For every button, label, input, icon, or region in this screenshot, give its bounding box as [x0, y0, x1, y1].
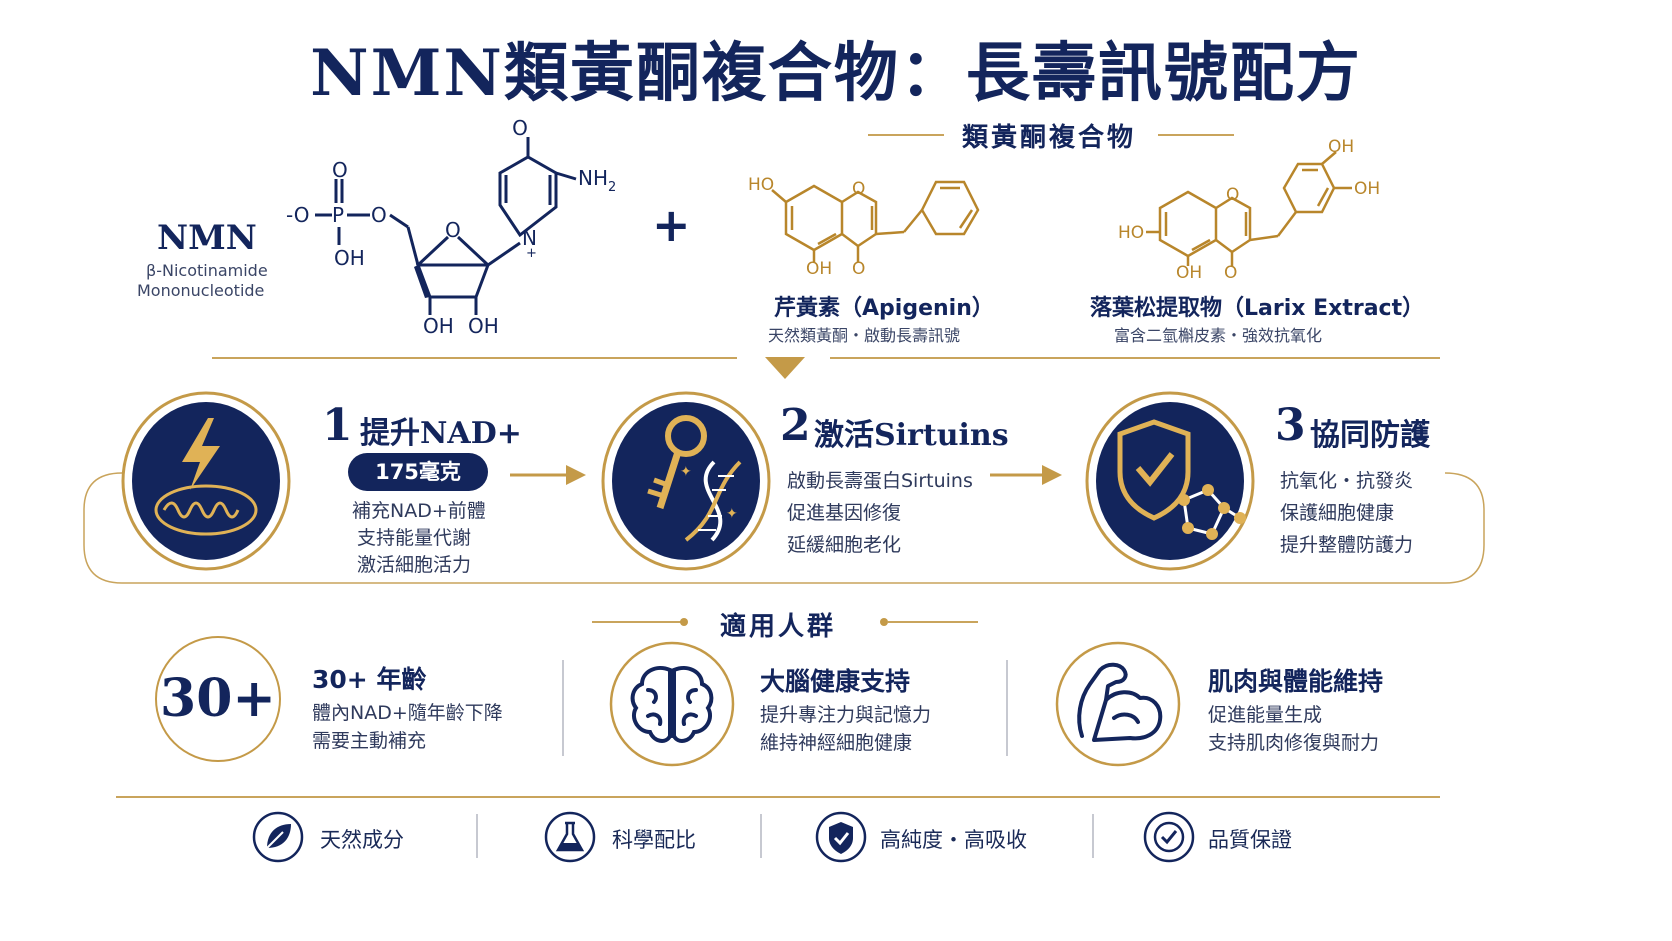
larix-desc: 富含二氫槲皮素・強效抗氧化 [1114, 326, 1323, 345]
step-2-number: 2 [780, 400, 811, 451]
shield-check-icon [815, 811, 867, 863]
nmn-subtitle-2: Mononucleotide [137, 281, 265, 300]
apigenin-oh: OH [806, 259, 832, 279]
step-3-number: 3 [1275, 400, 1306, 451]
dose-badge: 175毫克 [348, 453, 488, 491]
audience-1-line-1: 體內NAD+隨年齡下降 [312, 702, 503, 724]
apigenin-o-ring: O [852, 179, 865, 199]
nmn-nh2-sub: 2 [608, 180, 616, 195]
nmn-charge: + [526, 246, 537, 261]
larix-oh-right: OH [1354, 179, 1380, 199]
nmn-o-double: O [332, 158, 348, 182]
audience-1-line-2: 需要主動補充 [312, 730, 427, 752]
step-2-line-2: 促進基因修復 [787, 502, 902, 524]
step-3-line-2: 保護細胞健康 [1280, 502, 1395, 524]
step-3-title: 協同防護 [1310, 418, 1430, 453]
shield-molecule-icon [1085, 391, 1255, 571]
nmn-p: P [332, 203, 344, 227]
nmn-ring-o: O [445, 218, 461, 242]
apigenin-ho: HO [748, 175, 774, 195]
nmn-n-plus: N [522, 226, 537, 250]
audience-2-line-2: 維持神經細胞健康 [760, 732, 913, 754]
nmn-nh2: NH [578, 166, 608, 190]
flask-icon [544, 811, 596, 863]
larix-structure: HO O OH O OH OH [1118, 137, 1380, 282]
nmn-name: NMN [157, 218, 257, 258]
nmn-o-minus: -O [286, 203, 310, 227]
step-3-line-1: 抗氧化・抗發炎 [1280, 470, 1414, 492]
apigenin-name: 芹黃素（Apigenin） [774, 296, 994, 321]
diamond-dot [680, 618, 688, 626]
step-2-line-1: 啟動長壽蛋白Sirtuins [787, 470, 973, 492]
badge-check-icon [1143, 811, 1195, 863]
nmn-oh-p: OH [334, 246, 365, 270]
larix-ho: HO [1118, 223, 1144, 243]
larix-o-keto: O [1224, 263, 1237, 282]
feature-natural: 天然成分 [320, 828, 404, 852]
step-1-title: 提升NAD+ [360, 416, 522, 451]
larix-o-ring: O [1226, 185, 1239, 205]
step-1-line-1: 補充NAD+前體 [352, 500, 486, 522]
key-dna-icon: ✦ ✦ [601, 391, 771, 571]
nmn-o-top: O [512, 116, 528, 140]
nmn-oh-1: OH [423, 314, 454, 338]
age-badge: 30+ [155, 636, 281, 762]
step-2-line-3: 延緩細胞老化 [787, 534, 902, 556]
feature-quality: 品質保證 [1208, 828, 1292, 852]
apigenin-desc: 天然類黃酮・啟動長壽訊號 [768, 326, 961, 345]
page-title: NMN類黃酮複合物：長壽訊號配方 [310, 36, 1362, 111]
brain-icon [609, 641, 735, 767]
apigenin-structure: HO O OH O [748, 175, 980, 279]
mitochondria-bolt-icon [121, 391, 291, 571]
chevron-down-icon [765, 357, 805, 379]
feature-formula: 科學配比 [612, 828, 696, 852]
nmn-subtitle-1: β-Nicotinamide [146, 261, 268, 280]
diamond-dot [880, 618, 888, 626]
nmn-o-link: O [371, 203, 387, 227]
audience-2-title: 大腦健康支持 [760, 667, 911, 696]
leaf-icon [252, 811, 304, 863]
age-badge-text: 30+ [160, 668, 276, 729]
nmn-oh-2: OH [468, 314, 499, 338]
larix-name: 落葉松提取物（Larix Extract） [1090, 296, 1425, 321]
larix-oh-top: OH [1328, 137, 1354, 157]
flavonoid-header: 類黃酮複合物 [962, 123, 1137, 153]
step-1-line-3: 激活細胞活力 [357, 554, 472, 576]
audience-3-line-2: 支持肌肉修復與耐力 [1208, 732, 1380, 754]
step-1-line-2: 支持能量代謝 [357, 527, 472, 549]
audience-1-title: 30+ 年齡 [312, 665, 427, 694]
audience-2-line-1: 提升專注力與記憶力 [760, 704, 932, 726]
apigenin-o-keto: O [852, 259, 865, 279]
svg-text:✦: ✦ [726, 506, 738, 522]
audience-3-line-1: 促進能量生成 [1208, 704, 1323, 726]
larix-oh: OH [1176, 263, 1202, 282]
step-3-line-3: 提升整體防護力 [1280, 534, 1414, 556]
plus-sign: + [652, 198, 691, 252]
audience-3-title: 肌肉與體能維持 [1208, 667, 1384, 696]
feature-purity: 高純度・高吸收 [880, 828, 1027, 852]
audience-header: 適用人群 [720, 612, 837, 642]
step-1-number: 1 [322, 400, 353, 451]
svg-text:✦: ✦ [680, 464, 692, 480]
step-2-title: 激活Sirtuins [814, 418, 1009, 453]
nmn-structure: O NH 2 -O P O O OH O N + OH OH [286, 116, 616, 338]
muscle-arm-icon [1055, 641, 1181, 767]
